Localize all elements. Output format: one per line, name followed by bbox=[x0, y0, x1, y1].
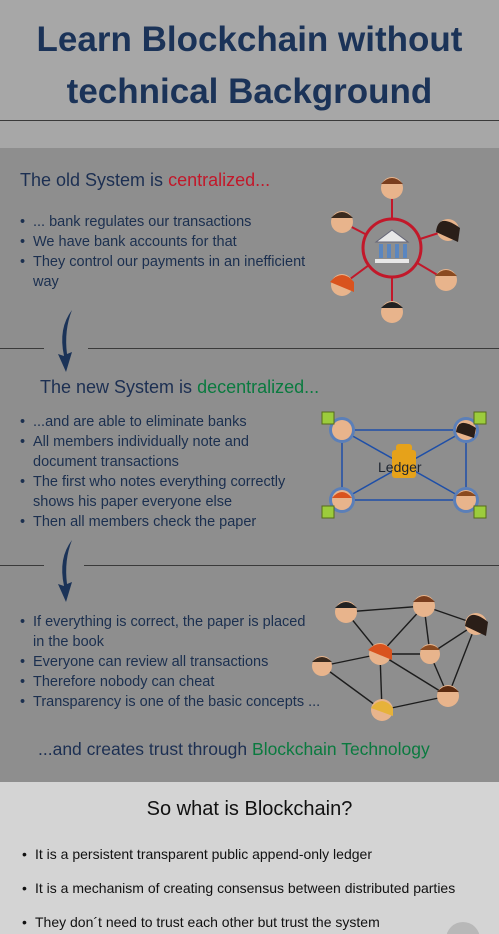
trust-list: If everything is correct, the paper is p… bbox=[20, 612, 320, 712]
ledger-label: Ledger bbox=[378, 459, 422, 475]
blockchain-list: It is a persistent transparent public ap… bbox=[22, 846, 455, 934]
ledger-icon bbox=[392, 444, 416, 478]
section-divider bbox=[0, 348, 44, 349]
list-item: Transparency is one of the basic concept… bbox=[20, 692, 320, 712]
old-system-list: ... bank regulates our transactions We h… bbox=[20, 212, 305, 292]
title-line-2: technical Background bbox=[66, 72, 433, 111]
person-avatar-icons bbox=[312, 595, 488, 721]
blockchain-definition-section: So what is Blockchain? It is a persisten… bbox=[0, 782, 499, 934]
main-panel: The old System is centralized... ... ban… bbox=[0, 148, 499, 782]
title-line-1: Learn Blockchain without bbox=[36, 20, 463, 59]
centralized-highlight: centralized... bbox=[168, 170, 271, 190]
list-item: They don´t need to trust each other but … bbox=[22, 914, 455, 934]
list-item: We have bank accounts for that bbox=[20, 232, 305, 252]
list-item: It is a mechanism of creating consensus … bbox=[22, 880, 455, 914]
old-system-heading: The old System is centralized... bbox=[20, 170, 271, 190]
list-item: Then all members check the paper bbox=[20, 512, 285, 532]
list-item: Everyone can review all transactions bbox=[20, 652, 320, 672]
person-avatar-icons bbox=[330, 177, 460, 323]
down-arrow-icon bbox=[58, 540, 72, 602]
closing-statement: ...and creates trust through Blockchain … bbox=[38, 739, 430, 759]
new-system-list: ...and are able to eliminate banks All m… bbox=[20, 412, 285, 532]
blockchain-technology-highlight: Blockchain Technology bbox=[252, 739, 430, 759]
title-banner: Learn Blockchain without technical Backg… bbox=[0, 0, 499, 148]
ledger-network-diagram bbox=[321, 411, 487, 519]
list-item: All members individually note anddocumen… bbox=[20, 432, 285, 472]
centralized-network-diagram bbox=[330, 177, 460, 323]
list-item: The first who notes everything correctly… bbox=[20, 472, 285, 512]
page-title: Learn Blockchain without technical Backg… bbox=[0, 14, 499, 118]
decentralized-highlight: decentralized... bbox=[197, 377, 320, 397]
mesh-network-diagram bbox=[312, 595, 488, 721]
list-item: If everything is correct, the paper is p… bbox=[20, 612, 320, 652]
section-divider bbox=[84, 565, 499, 566]
scroll-button[interactable] bbox=[446, 922, 480, 934]
checkmark-icons bbox=[321, 411, 487, 519]
list-item: ... bank regulates our transactions bbox=[20, 212, 305, 232]
section-divider bbox=[88, 348, 499, 349]
list-item: They control our payments in an ineffici… bbox=[20, 252, 305, 292]
list-item: Therefore nobody can cheat bbox=[20, 672, 320, 692]
node-avatar-icons bbox=[329, 417, 479, 513]
section-divider bbox=[0, 565, 44, 566]
bank-icon bbox=[361, 217, 423, 279]
new-system-heading: The new System is decentralized... bbox=[40, 377, 320, 397]
section-heading: So what is Blockchain? bbox=[146, 798, 353, 820]
list-item: It is a persistent transparent public ap… bbox=[22, 846, 455, 880]
title-divider bbox=[0, 120, 499, 121]
down-arrow-icon bbox=[58, 310, 72, 372]
list-item: ...and are able to eliminate banks bbox=[20, 412, 285, 432]
